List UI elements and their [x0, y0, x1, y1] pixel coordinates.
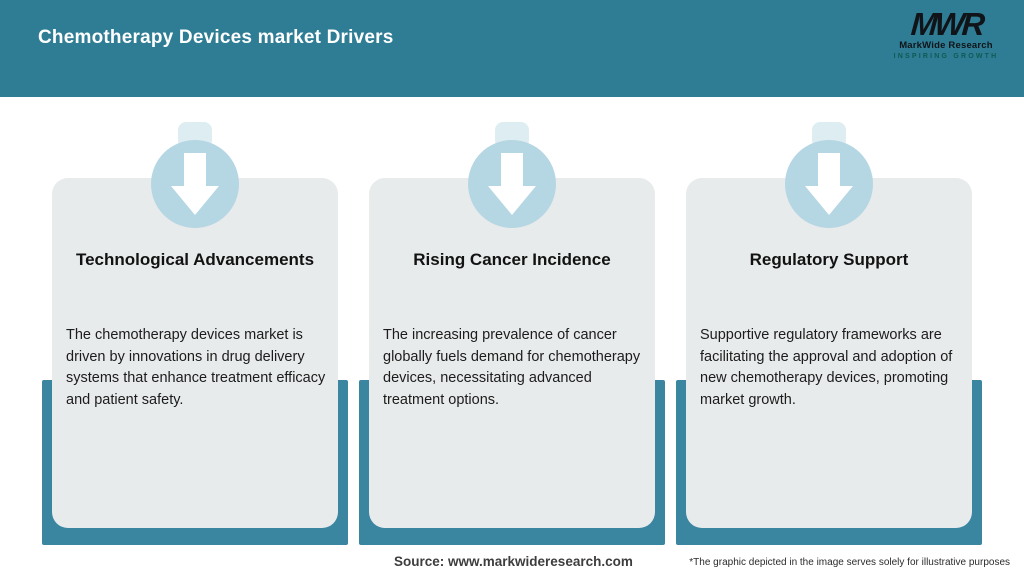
card-description: Supportive regulatory frameworks are fac…	[700, 327, 953, 408]
card-title: Regulatory Support	[749, 250, 909, 269]
down-arrow-icon	[468, 140, 556, 228]
logo-acronym: MWR	[909, 6, 983, 42]
down-arrow-icon	[785, 140, 873, 228]
logo-tagline: INSPIRING GROWTH	[893, 52, 999, 60]
card-title: Rising Cancer Incidence	[413, 250, 611, 269]
card-description: The chemotherapy devices market is drive…	[66, 327, 326, 408]
markwide-research-logo: MWR MarkWide Research INSPIRING GROWTH	[886, 6, 1006, 60]
driver-card-regulatory-support: Regulatory Support Supportive regulatory…	[686, 178, 972, 528]
page-title: Chemotherapy Devices market Drivers	[38, 27, 394, 48]
down-arrow-glyph	[488, 153, 536, 215]
down-arrow-icon	[151, 140, 239, 228]
source-text: Source: www.markwideresearch.com	[394, 554, 633, 569]
down-arrow-glyph	[171, 153, 219, 215]
disclaimer-text: *The graphic depicted in the image serve…	[689, 557, 1010, 568]
driver-card-technological-advancements: Technological Advancements The chemother…	[52, 178, 338, 528]
header-bar: Chemotherapy Devices market Drivers MWR …	[0, 0, 1024, 97]
driver-card-rising-cancer-incidence: Rising Cancer Incidence The increasing p…	[369, 178, 655, 528]
logo-name: MarkWide Research	[899, 40, 993, 51]
down-arrow-glyph	[805, 153, 853, 215]
card-title: Technological Advancements	[75, 250, 315, 269]
card-description: The increasing prevalence of cancer glob…	[383, 327, 641, 408]
